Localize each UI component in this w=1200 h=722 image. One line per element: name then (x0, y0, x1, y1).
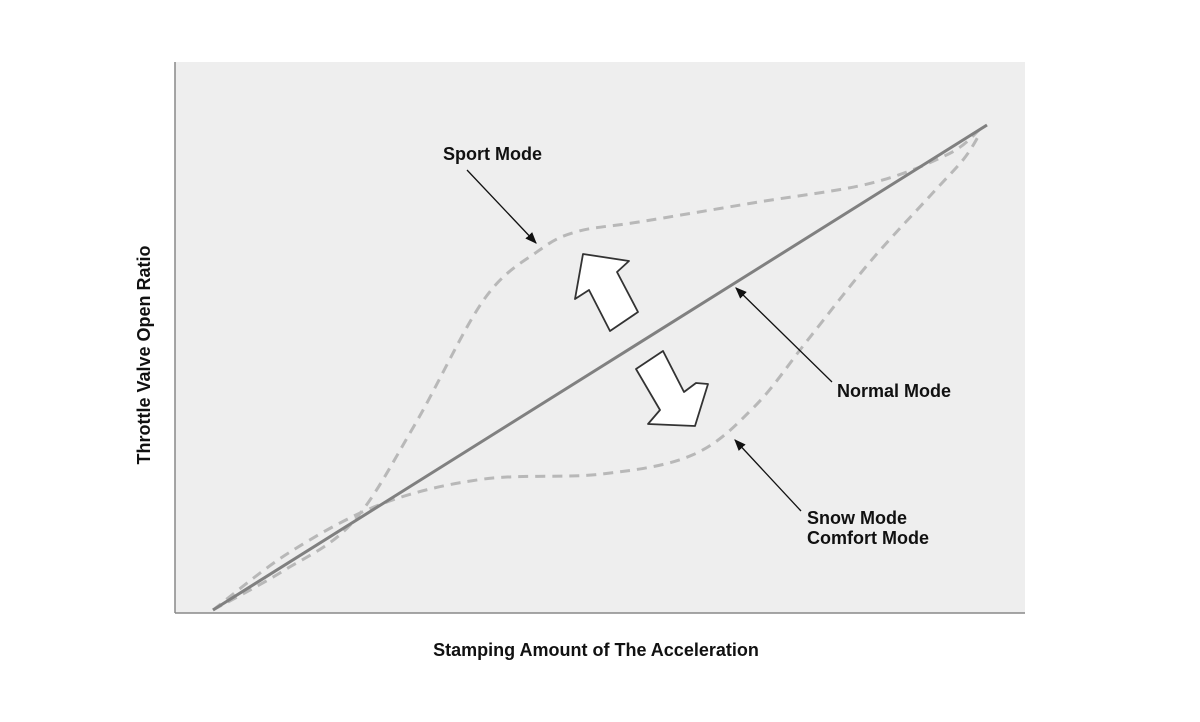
x-axis-label: Stamping Amount of The Acceleration (433, 640, 759, 660)
sport-mode-pointer (466, 169, 537, 244)
series-layer (212, 123, 988, 612)
y-axis-label: Throttle Valve Open Ratio (134, 245, 154, 464)
normal-mode-line (212, 123, 988, 612)
decrease-arrow-icon (635, 350, 709, 427)
snow-mode-label: Snow Mode (807, 508, 907, 528)
sport-mode-label: Sport Mode (443, 144, 542, 164)
increase-arrow-icon (574, 253, 639, 332)
snow-mode-pointer (734, 439, 802, 512)
plot-area (175, 62, 1025, 613)
comfort-mode-label: Comfort Mode (807, 528, 929, 548)
snow-comfort-mode-line (212, 133, 981, 612)
normal-mode-pointer (735, 287, 833, 383)
normal-mode-label: Normal Mode (837, 381, 951, 401)
